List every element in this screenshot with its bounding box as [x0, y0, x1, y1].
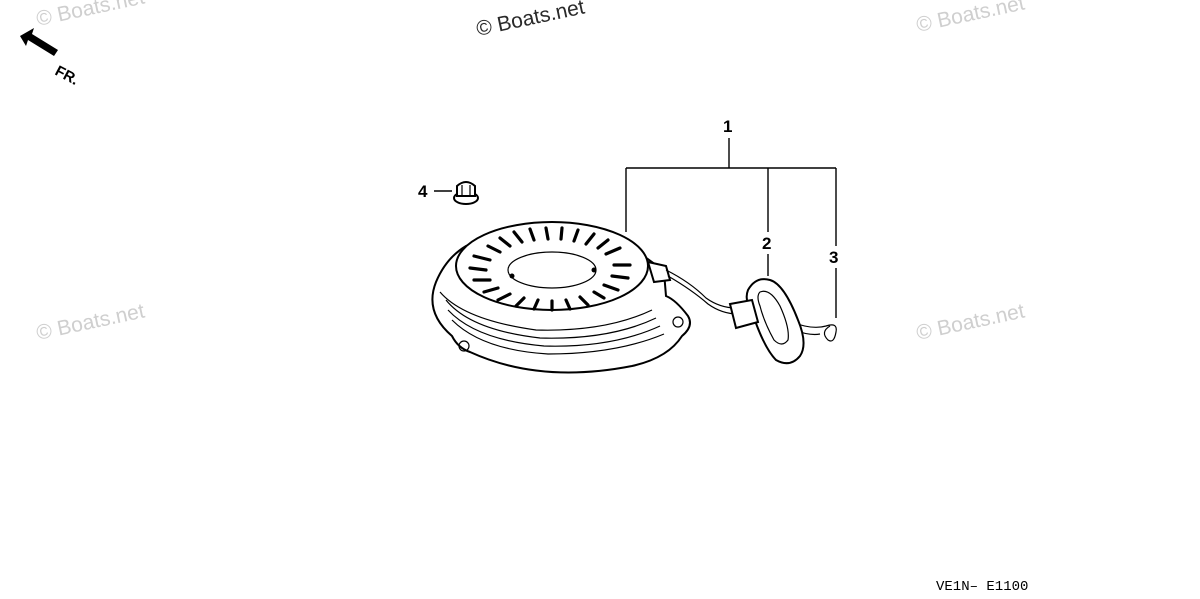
- watermark-top-center: © Boats.net: [474, 0, 587, 41]
- watermark-mid-left: © Boats.net: [34, 299, 147, 344]
- vent-slots: [468, 226, 632, 312]
- flange-nut: [453, 181, 479, 205]
- callout-number-1: 1: [723, 117, 732, 136]
- starter-grip: [728, 278, 805, 365]
- recoil-starter-housing: [431, 221, 691, 374]
- callout-number-3: 3: [829, 248, 838, 267]
- figure-code: VE1N– E1100: [936, 579, 1028, 595]
- callout-rope: 3: [829, 248, 838, 318]
- watermark-top-right: © Boats.net: [914, 0, 1027, 37]
- callout-nut: 4: [418, 181, 479, 205]
- front-label: FR.: [52, 63, 81, 89]
- watermark-top-left: © Boats.net: [34, 0, 147, 31]
- front-direction-marker: FR.: [20, 28, 81, 89]
- callout-number-2: 2: [762, 234, 771, 253]
- callout-assembly: 1: [625, 117, 837, 246]
- callout-grip: 2: [762, 234, 771, 276]
- callout-number-4: 4: [418, 182, 428, 201]
- arrow-icon: [20, 28, 58, 56]
- starter-rope: [665, 269, 837, 342]
- watermark-mid-right: © Boats.net: [914, 299, 1027, 344]
